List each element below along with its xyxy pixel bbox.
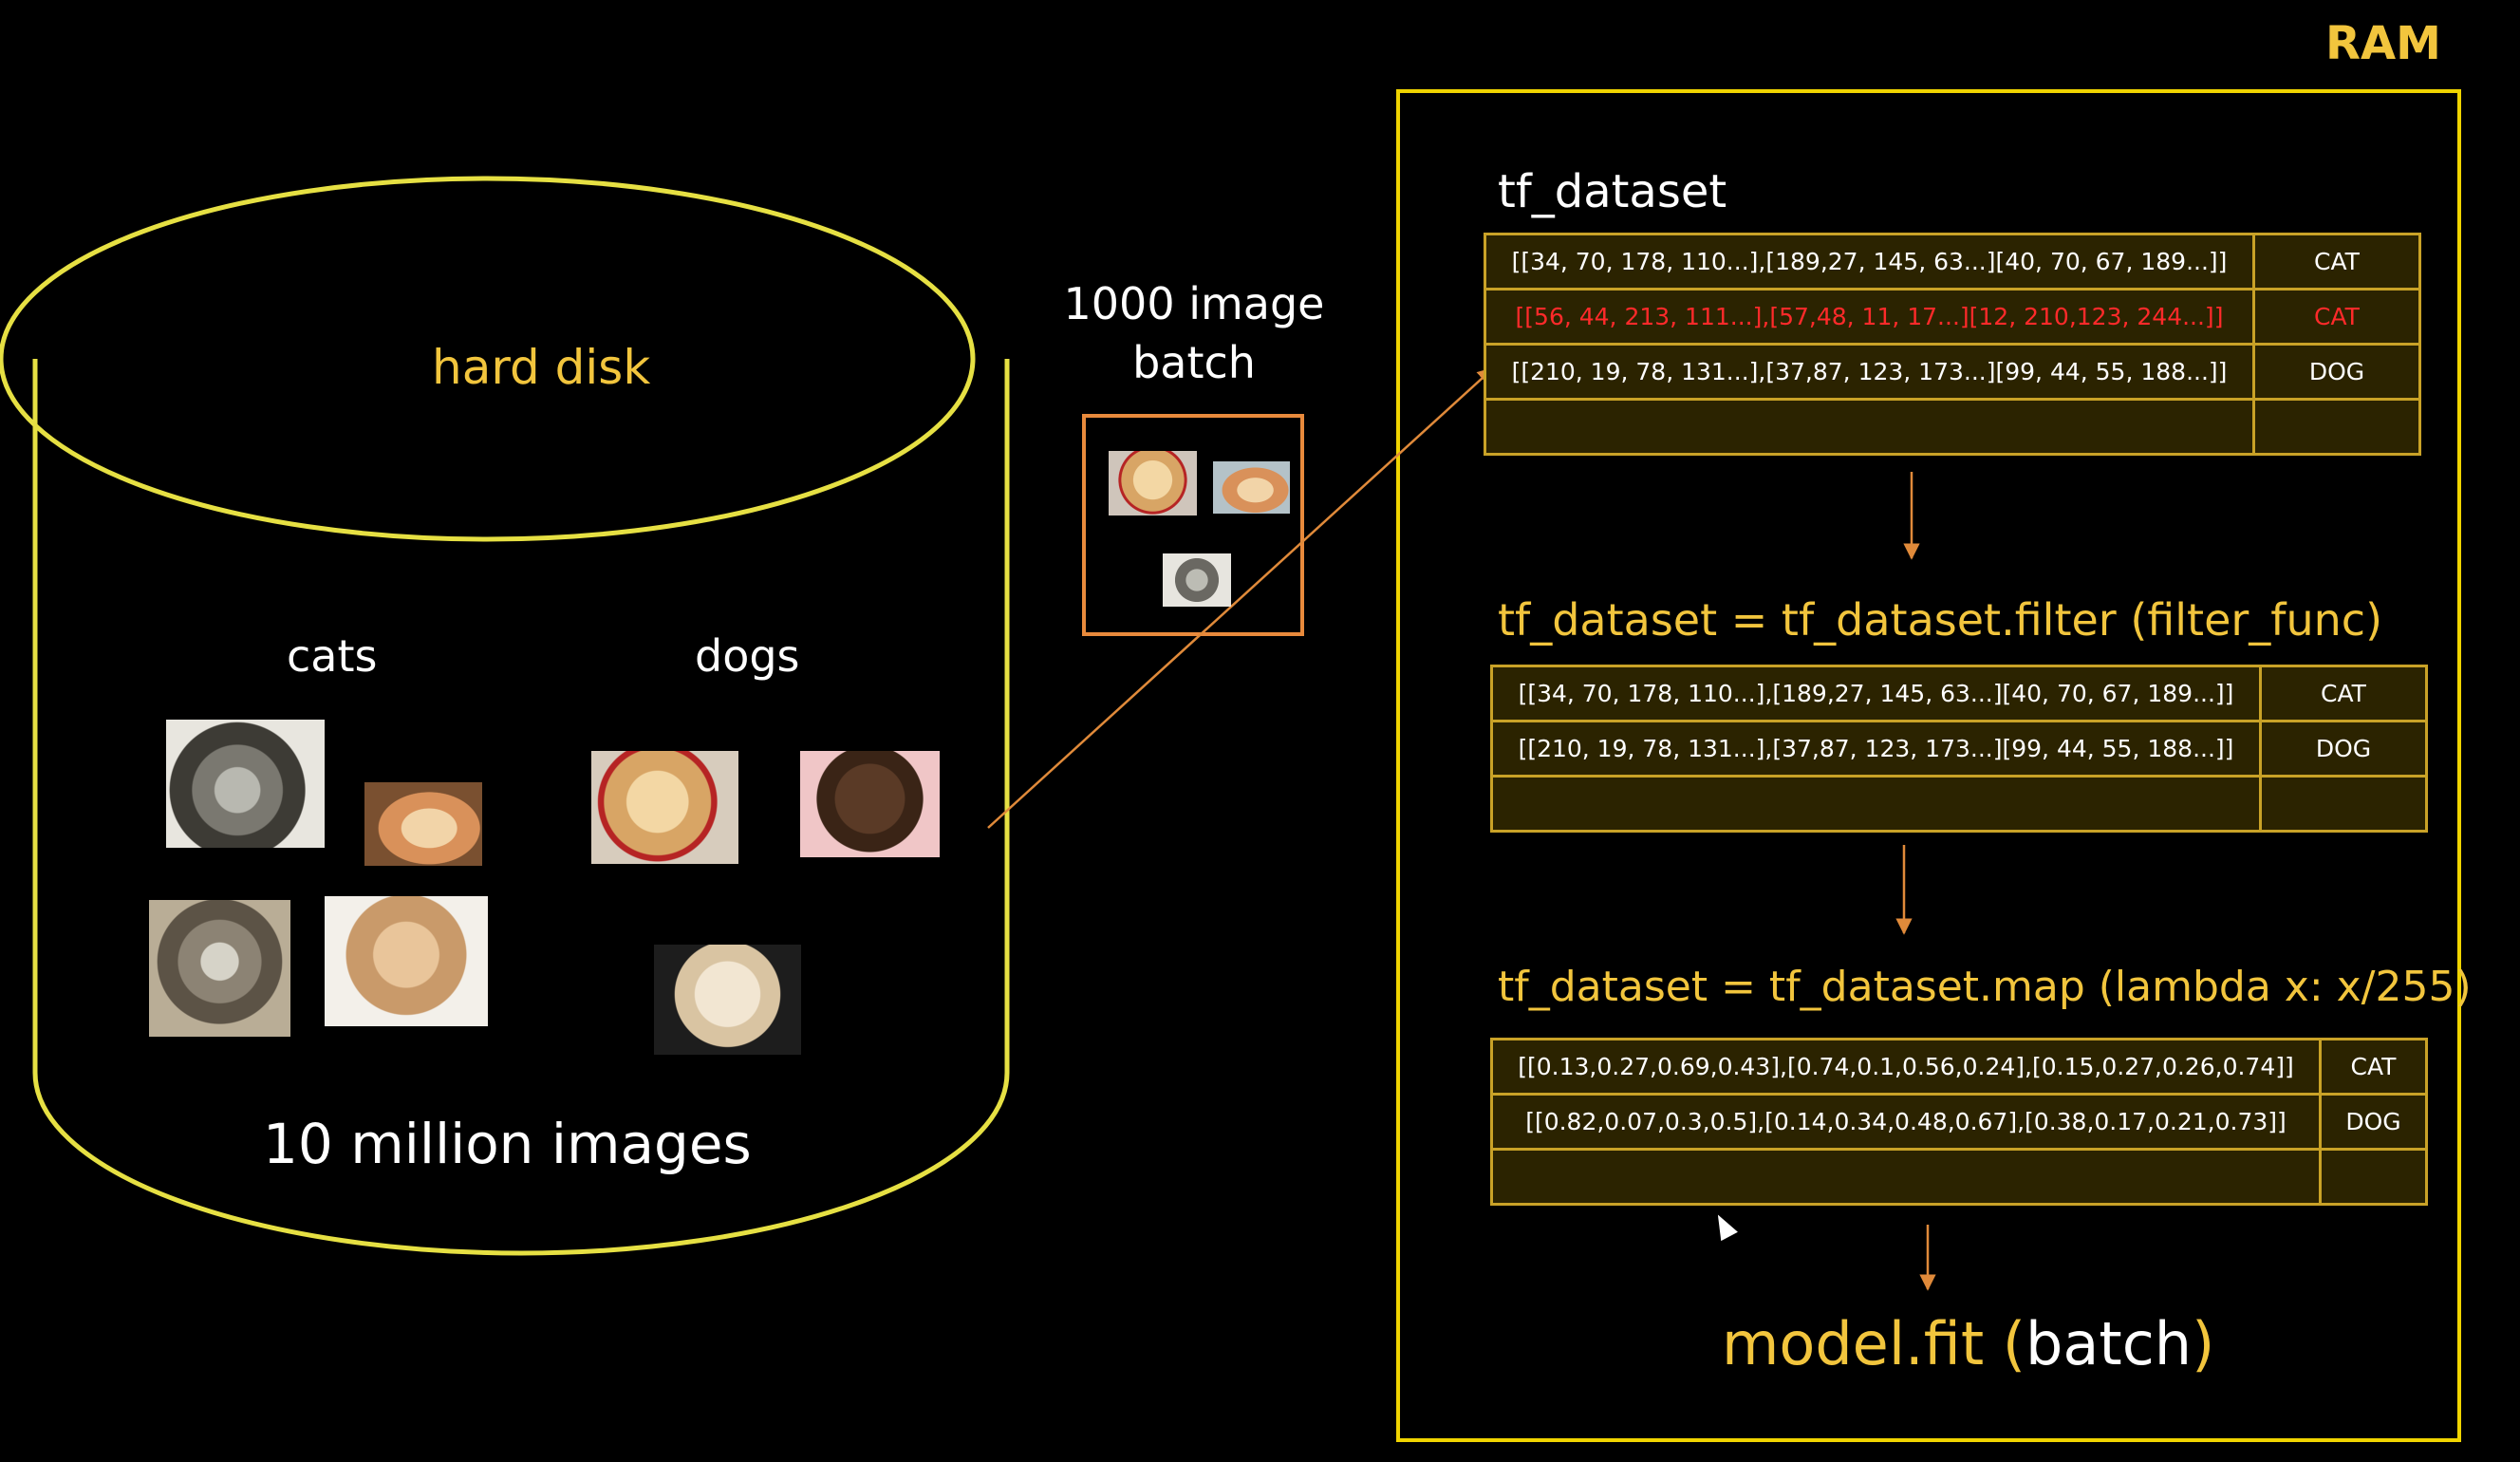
cylinder-top xyxy=(0,176,976,542)
row-values: [[0.82,0.07,0.3,0.5],[0.14,0.34,0.48,0.6… xyxy=(1490,1093,2322,1151)
cylinder-body xyxy=(32,359,1010,1256)
cat-photo xyxy=(325,896,488,1026)
batch-dog-photo xyxy=(1109,451,1197,515)
stage3-title: tf_dataset = tf_dataset.map (lambda x: x… xyxy=(1498,963,2472,1011)
row-label: CAT xyxy=(2252,233,2421,291)
batch-box xyxy=(1082,414,1304,636)
ram-box xyxy=(1396,89,2461,1442)
batch-label-line1: 1000 image xyxy=(1063,278,1325,329)
row-values-highlighted: [[56, 44, 213, 111...],[57,48, 11, 17...… xyxy=(1484,288,2255,346)
dogs-label: dogs xyxy=(695,630,800,682)
stage1-table: [[34, 70, 178, 110...],[189,27, 145, 63.… xyxy=(1484,233,2421,456)
dog-photo xyxy=(800,751,940,857)
model-fit-fn: model.fit xyxy=(1722,1309,1985,1378)
batch-cat-photo xyxy=(1213,461,1290,514)
row-values: [[210, 19, 78, 131...],[37,87, 123, 173.… xyxy=(1490,720,2262,778)
disk-caption: 10 million images xyxy=(263,1112,752,1176)
row-values: [[210, 19, 78, 131...],[37,87, 123, 173.… xyxy=(1484,343,2255,401)
row-label xyxy=(2319,1148,2428,1206)
row-label: CAT xyxy=(2259,665,2428,722)
row-values xyxy=(1490,775,2262,833)
row-label: DOG xyxy=(2252,343,2421,401)
stage1-title: tf_dataset xyxy=(1498,165,1727,218)
table-row: [[34, 70, 178, 110...],[189,27, 145, 63.… xyxy=(1490,665,2428,722)
table-row: [[210, 19, 78, 131...],[37,87, 123, 173.… xyxy=(1484,343,2421,401)
row-values: [[0.13,0.27,0.69,0.43],[0.74,0.1,0.56,0.… xyxy=(1490,1038,2322,1096)
cats-label: cats xyxy=(287,630,378,682)
table-row-empty xyxy=(1490,775,2428,833)
batch-cat-photo xyxy=(1163,553,1231,607)
row-values: [[34, 70, 178, 110...],[189,27, 145, 63.… xyxy=(1490,665,2262,722)
row-label: DOG xyxy=(2259,720,2428,778)
table-row: [[0.13,0.27,0.69,0.43],[0.74,0.1,0.56,0.… xyxy=(1490,1038,2428,1096)
batch-label: 1000 image batch xyxy=(1042,274,1346,392)
model-fit-call: model.fit (batch) xyxy=(1722,1315,2214,1374)
table-row-empty xyxy=(1484,398,2421,456)
stage3-table: [[0.13,0.27,0.69,0.43],[0.74,0.1,0.56,0.… xyxy=(1490,1038,2428,1206)
hard-disk-title: hard disk xyxy=(432,340,651,395)
hard-disk-cylinder xyxy=(0,176,1010,1256)
ram-label: RAM xyxy=(2325,17,2441,70)
table-row: [[34, 70, 178, 110...],[189,27, 145, 63.… xyxy=(1484,233,2421,291)
row-label xyxy=(2259,775,2428,833)
model-fit-close-paren: ) xyxy=(2192,1309,2215,1378)
cat-photo xyxy=(364,782,482,866)
row-label: CAT xyxy=(2319,1038,2428,1096)
row-label xyxy=(2252,398,2421,456)
batch-label-line2: batch xyxy=(1132,337,1256,388)
cat-photo xyxy=(166,720,325,848)
disk-to-ram-arrow xyxy=(987,366,1495,829)
row-label: DOG xyxy=(2319,1093,2428,1151)
model-fit-arg: batch xyxy=(2025,1309,2193,1378)
model-fit-open-paren: ( xyxy=(2002,1309,2026,1378)
dog-photo xyxy=(591,751,738,864)
stage2-table: [[34, 70, 178, 110...],[189,27, 145, 63.… xyxy=(1490,665,2428,833)
table-row: [[0.82,0.07,0.3,0.5],[0.14,0.34,0.48,0.6… xyxy=(1490,1093,2428,1151)
row-values: [[34, 70, 178, 110...],[189,27, 145, 63.… xyxy=(1484,233,2255,291)
table-row: [[56, 44, 213, 111...],[57,48, 11, 17...… xyxy=(1484,288,2421,346)
cat-photo xyxy=(149,900,290,1037)
table-row: [[210, 19, 78, 131...],[37,87, 123, 173.… xyxy=(1490,720,2428,778)
row-label-highlighted: CAT xyxy=(2252,288,2421,346)
table-row-empty xyxy=(1490,1148,2428,1206)
stage2-title: tf_dataset = tf_dataset.filter (filter_f… xyxy=(1498,594,2383,646)
dog-photo xyxy=(654,945,801,1055)
row-values xyxy=(1484,398,2255,456)
row-values xyxy=(1490,1148,2322,1206)
